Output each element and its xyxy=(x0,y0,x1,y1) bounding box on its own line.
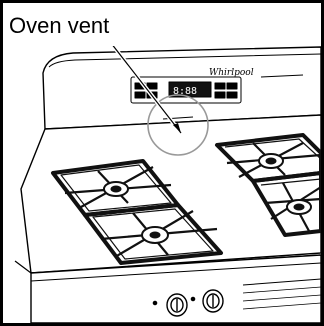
control-knob xyxy=(167,294,187,316)
oven-vent-label: Oven vent xyxy=(6,6,115,46)
range-drawing: 8:88 Whirlpool xyxy=(3,3,321,323)
control-knob xyxy=(203,290,223,312)
brand-logo: Whirlpool xyxy=(209,68,254,78)
